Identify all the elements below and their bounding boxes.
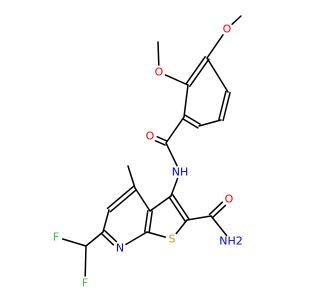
bond-b5-b6	[198, 119, 222, 127]
atom-label-nh-amide: NH	[172, 166, 189, 179]
bond-n_pyridine-c6-a	[103, 229, 118, 243]
atom-label-f-upper: F	[53, 231, 59, 244]
bond-c_carbox-o_carboxamide-b	[208, 201, 224, 216]
bond-c_carbox-nh2_carboxamide	[210, 215, 228, 237]
bond-c4-c3a	[134, 187, 151, 212]
bond-b6-b1-b	[182, 118, 199, 129]
bond-c_amide-o_amide_carbonyl-a	[156, 136, 168, 142]
bond-b3-b4	[206, 57, 229, 93]
bond-c2-s_thiophene	[175, 219, 188, 235]
bond-c3-c2-b	[172, 194, 190, 220]
bond-c3a-c3	[149, 195, 172, 212]
bond-c_carbox-o_carboxamide-a	[211, 204, 227, 219]
atom-label-nh2-carboxamide: NH2	[219, 235, 243, 248]
bond-c_amide-nh_amide	[165, 142, 178, 167]
atom-label-o-amide-carbonyl: O	[146, 130, 155, 143]
bond-c6-c_chf2	[85, 231, 104, 247]
atom-label-f-lower: F	[82, 277, 88, 290]
bond-o_methoxy_mid-me_mid	[157, 41, 160, 66]
bond-b3-b2-a	[185, 55, 206, 85]
bond-n_pyridine-c6-b	[100, 232, 115, 246]
bond-c4-me4	[127, 165, 136, 189]
bond-me_top-o_methoxy_top	[231, 15, 242, 25]
bond-b4-b5-b	[222, 91, 231, 122]
bond-c5-c4-b	[106, 185, 135, 210]
bond-c2-c_carbox	[186, 215, 212, 221]
bond-c7a-c3a-b	[144, 209, 149, 233]
bond-c3-c2-a	[168, 196, 186, 222]
bond-c7a-c3a-a	[148, 210, 153, 234]
bond-c7a-n_pyridine	[125, 231, 148, 246]
bond-b1-c_amide	[165, 116, 185, 144]
atom-label-o-carboxamide: O	[225, 193, 234, 206]
atom-label-o-methoxy-mid: O	[155, 66, 164, 79]
bond-c5-c4-a	[109, 188, 138, 213]
bond-nh_amide-c3	[170, 177, 179, 197]
bond-s_thiophene-c7a	[146, 231, 167, 238]
bond-c_amide-o_amide_carbonyl-b	[154, 140, 166, 146]
bond-b6-b1-a	[184, 114, 201, 125]
bond-lines	[61, 15, 242, 277]
bond-c6-c5	[102, 209, 110, 233]
atom-label-s-thiophene: S	[169, 233, 176, 246]
atom-label-n-pyridine: N	[116, 242, 124, 255]
bond-o_methoxy_top-b3	[206, 34, 224, 59]
bond-c_chf2-f_upper	[61, 238, 87, 247]
bond-b1-b2	[183, 84, 189, 118]
atom-label-o-methoxy-top: O	[223, 23, 232, 36]
bond-b2-o_methoxy_mid	[164, 74, 189, 86]
bond-b4-b5-a	[218, 90, 227, 121]
bond-c_chf2-f_lower	[84, 245, 87, 277]
bond-b3-b2-b	[189, 58, 210, 88]
